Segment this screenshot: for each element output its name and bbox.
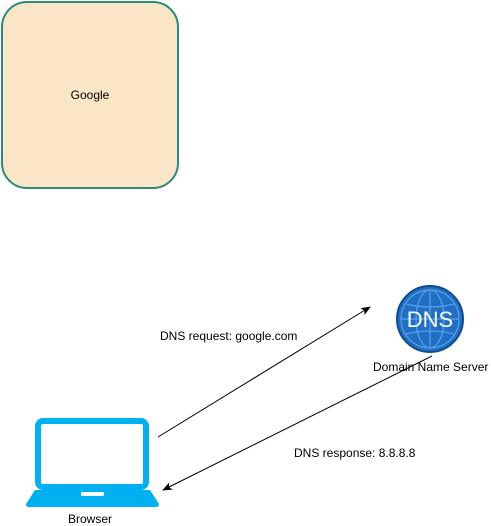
dns-server-label: Domain Name Server [373, 360, 489, 374]
dns-response-arrow[interactable] [162, 355, 433, 491]
google-label: Google [70, 88, 110, 102]
dns-request-label: DNS request: google.com [160, 329, 298, 343]
google-node[interactable]: Google [1, 1, 179, 189]
dns-icon-text: DNS [407, 307, 453, 332]
browser-label: Browser [68, 512, 113, 526]
dns-globe-icon[interactable]: DNS [395, 284, 465, 354]
laptop-icon[interactable] [25, 418, 160, 508]
dns-response-label: DNS response: 8.8.8.8 [294, 446, 416, 460]
dns-request-arrow[interactable] [157, 306, 371, 438]
